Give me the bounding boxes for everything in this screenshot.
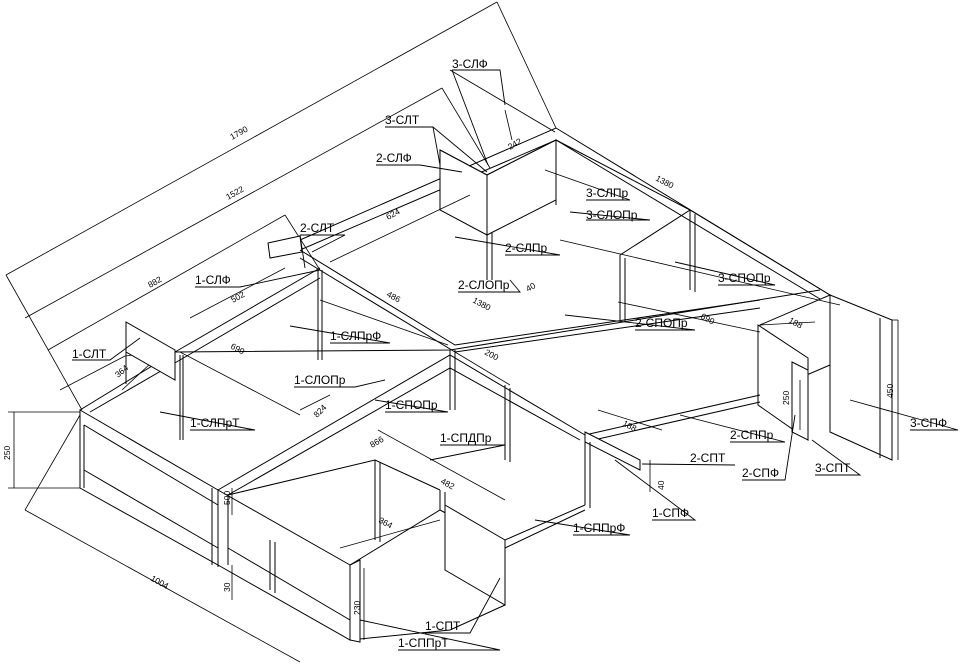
label-1-spdpr: 1-СПДПр	[440, 431, 492, 445]
label-1-slprf: 1-СЛПрФ	[330, 329, 381, 343]
label-2-sopr: 2-СПОПр	[635, 316, 688, 330]
label-2-slopr: 2-СЛОПр	[458, 278, 510, 292]
label-3-slopr: 3-СЛОПр	[586, 208, 638, 222]
label-1-spprt: 1-СППрТ	[398, 636, 449, 650]
dim-242: 242	[506, 136, 524, 152]
dim-364a: 364	[113, 363, 131, 380]
label-1-spprf: 1-СППрФ	[573, 521, 625, 535]
dim-200: 200	[483, 347, 500, 363]
dim-502: 502	[229, 289, 246, 305]
label-3-sopr: 3-СПОПр	[718, 271, 771, 285]
dim-230: 230	[352, 601, 362, 615]
label-3-spt: 3-СПТ	[815, 461, 851, 475]
dim-824: 824	[311, 402, 328, 419]
dim-690a: 690	[229, 341, 246, 357]
dim-30: 30	[222, 582, 232, 592]
dim-624: 624	[384, 206, 401, 222]
label-1-slt: 1-СЛТ	[72, 347, 107, 361]
dim-40b: 40	[656, 480, 666, 490]
part-labels: 3-СЛФ 3-СЛТ 2-СЛФ 3-СЛПр 3-СЛОПр 2-СЛТ 2…	[72, 57, 947, 650]
dim-188b: 188	[621, 418, 638, 434]
label-3-spf: 3-СПФ	[910, 416, 947, 430]
dim-882: 882	[146, 274, 163, 290]
label-1-spt: 1-СПТ	[425, 619, 461, 633]
bed-frame	[79, 127, 893, 643]
dim-250b: 250	[781, 391, 791, 405]
label-2-slt: 2-СЛТ	[300, 221, 335, 235]
label-1-spf: 1-СПФ	[652, 506, 689, 520]
leader-lines	[72, 69, 959, 651]
label-2-spt: 2-СПТ	[690, 451, 726, 465]
dim-866: 866	[368, 434, 386, 450]
dim-450: 450	[885, 384, 895, 398]
dim-486: 486	[385, 289, 402, 305]
dim-500: 500	[222, 491, 232, 505]
dim-1522: 1522	[224, 184, 246, 202]
label-2-slpr: 2-СЛПр	[505, 241, 547, 255]
dim-690b: 690	[699, 311, 716, 327]
label-3-slt: 3-СЛТ	[385, 113, 420, 127]
dim-1380b: 1380	[471, 295, 493, 313]
label-3-slpr: 3-СЛПр	[586, 186, 628, 200]
label-1-soppr: 1-СПОПр	[385, 398, 438, 412]
dim-482: 482	[439, 476, 456, 492]
dim-250a: 250	[2, 446, 12, 460]
label-2-slf: 2-СЛФ	[376, 151, 412, 165]
label-1-slopr: 1-СЛОПр	[294, 373, 346, 387]
label-2-sppr: 2-СППр	[730, 428, 774, 442]
label-2-spf: 2-СПФ	[742, 466, 779, 480]
dim-40a: 40	[524, 280, 537, 294]
label-1-slf: 1-СЛФ	[195, 273, 231, 287]
overall-dimensions	[5, 1, 557, 663]
internal-dimensions	[179, 109, 899, 640]
dim-1790: 1790	[228, 124, 250, 142]
label-1-slprt: 1-СЛПрТ	[190, 416, 240, 430]
dim-1380a: 1380	[654, 173, 676, 191]
label-3-slf: 3-СЛФ	[452, 57, 488, 71]
